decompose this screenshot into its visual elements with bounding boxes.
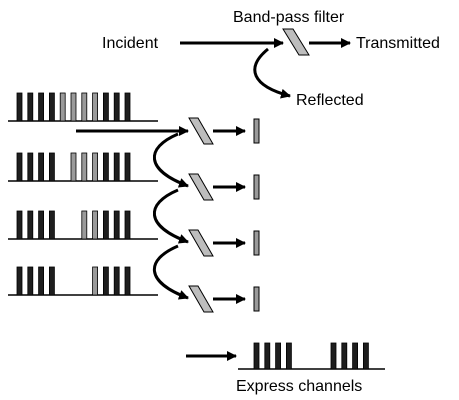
express-channel-bar-g1-1 [253, 342, 260, 370]
express-channels-label: Express channels [236, 378, 362, 395]
express-channel-bar-g1-4 [285, 342, 292, 370]
cascade-filter-3 [188, 229, 214, 257]
incident-label: Incident [102, 35, 159, 52]
channel-bar-r2-c4 [49, 152, 55, 182]
channel-bar-r3-c4 [49, 210, 55, 240]
channel-bar-r1-c3 [38, 92, 44, 122]
channel-bar-r1-c11 [124, 92, 131, 122]
channel-bar-r1-c10 [113, 92, 120, 122]
dropped-channel-bar-r1-c7 [81, 92, 88, 122]
channel-bar-r1-c1 [16, 92, 23, 122]
dropped-channel-bar-r2-c8 [92, 152, 98, 182]
detector-1 [253, 118, 260, 144]
channel-bar-r4-c3 [38, 266, 44, 296]
channel-bar-r2-c9 [103, 152, 109, 182]
channel-bar-r4-c2 [27, 266, 34, 296]
reflect-arrow-2 [152, 188, 189, 244]
channel-bar-r2-c1 [16, 152, 23, 182]
reflect-arrow-3 [152, 244, 189, 300]
channel-bar-r3-c11 [124, 210, 131, 240]
channel-bar-r3-c2 [27, 210, 34, 240]
express-channel-bar-g1-2 [264, 342, 271, 370]
express-group: Express channels [186, 342, 385, 395]
channel-bar-r3-c9 [103, 210, 109, 240]
dropped-channel-bar-r3-c7 [81, 210, 88, 240]
reflect-arrow-1 [152, 132, 189, 188]
express-channel-bar-g2-1 [330, 342, 337, 370]
channel-bar-r4-c11 [124, 266, 131, 296]
dropped-channel-bar-r4-c8 [92, 266, 98, 296]
dropped-channel-bar-r2-c6 [70, 152, 77, 182]
channel-bar-r2-c11 [124, 152, 131, 182]
channel-spectra [8, 92, 158, 296]
channel-bar-r3-c10 [113, 210, 120, 240]
express-channel-bar-g1-3 [275, 342, 282, 370]
express-channel-bar-g2-3 [352, 342, 359, 370]
dropped-channel-bar-r1-c6 [70, 92, 77, 122]
channel-bar-r2-c10 [113, 152, 120, 182]
reflected-label: Reflected [296, 92, 364, 109]
band-pass-filter-label: Band-pass filter [233, 9, 345, 26]
channel-bar-r3-c1 [16, 210, 23, 240]
detector-2 [253, 174, 260, 200]
detector-4 [253, 286, 260, 312]
express-channel-bar-g2-4 [362, 342, 369, 370]
transmitted-label: Transmitted [356, 35, 440, 52]
dropped-channel-bar-r1-c5 [59, 92, 66, 122]
channel-bar-r1-c4 [49, 92, 55, 122]
dropped-channel-bar-r1-c8 [92, 92, 98, 122]
channel-bar-r4-c10 [113, 266, 120, 296]
cascade-filter-1 [188, 117, 214, 145]
cascade-filter-2 [188, 173, 214, 201]
cascade-group [76, 117, 260, 313]
channel-bar-r3-c3 [38, 210, 44, 240]
channel-bar-r2-c2 [27, 152, 34, 182]
channel-bar-r1-c2 [27, 92, 34, 122]
legend-filter [282, 28, 310, 56]
channel-bar-r1-c9 [103, 92, 109, 122]
cascade-filter-4 [188, 285, 214, 313]
channel-bar-r2-c3 [38, 152, 44, 182]
channel-bar-r4-c9 [103, 266, 109, 296]
express-channel-bar-g2-2 [341, 342, 348, 370]
detector-3 [253, 230, 260, 256]
legend-group: Band-pass filter Incident Transmitted Re… [102, 9, 440, 109]
channel-bar-r4-c4 [49, 266, 55, 296]
channel-bar-r4-c1 [16, 266, 23, 296]
dropped-channel-bar-r3-c8 [92, 210, 98, 240]
dropped-channel-bar-r2-c7 [81, 152, 88, 182]
reflected-arrow [253, 47, 291, 99]
